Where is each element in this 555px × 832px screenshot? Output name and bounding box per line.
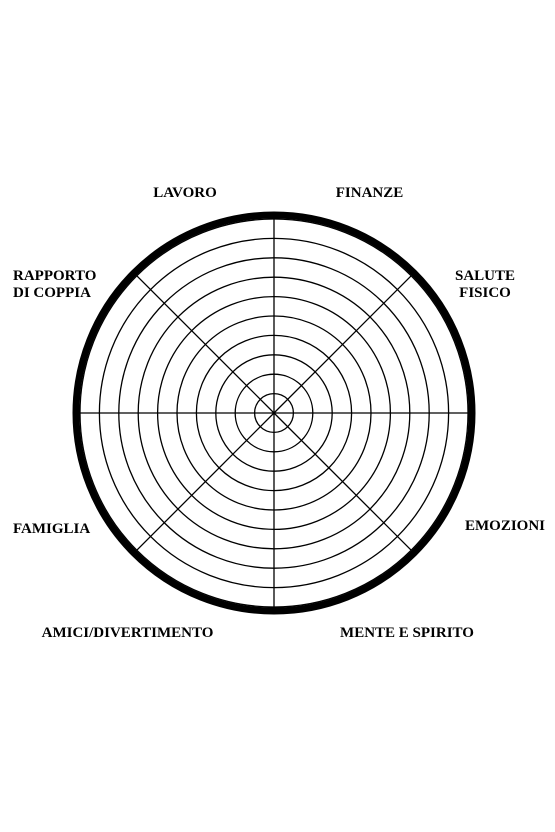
wheel-ring [137,276,411,550]
label-rapporto-di-coppia: RAPPORTO DI COPPIA [13,268,123,302]
wheel-ring [79,218,469,608]
label-amici-divertimento-text: AMICI/DIVERTIMENTO [41,625,214,641]
wheel-ring [253,392,295,434]
wheel-ring [98,237,450,589]
label-mente-spirito-text: MENTE E SPIRITO [340,625,474,641]
label-mente-spirito: MENTE E SPIRITO [322,625,492,642]
label-lavoro-text: LAVORO [153,185,217,201]
label-salute-fisico: SALUTE FISICO [440,268,530,302]
label-finanze: FINANZE [322,185,417,202]
label-salute-line1: SALUTE [454,268,516,284]
wheel-ring [195,334,353,492]
label-famiglia-text: FAMIGLIA [13,521,91,537]
wheel-ring [215,354,333,472]
label-emozioni: EMOZIONI [440,518,545,535]
label-famiglia: FAMIGLIA [13,521,123,538]
wheel-ring [234,373,314,453]
wheel-ring [176,315,372,511]
wheel-outer-border [72,211,476,615]
label-finanze-text: FINANZE [335,185,404,201]
wheel-ring [118,257,430,569]
label-lavoro: LAVORO [140,185,230,202]
label-emozioni-text: EMOZIONI [464,518,545,534]
wheel-ring [156,295,392,531]
label-amici-divertimento: AMICI/DIVERTIMENTO [25,625,230,642]
label-rapporto-line2: DI COPPIA [13,285,91,301]
label-rapporto-line1: RAPPORTO [13,268,97,284]
label-salute-line2: FISICO [459,285,511,301]
